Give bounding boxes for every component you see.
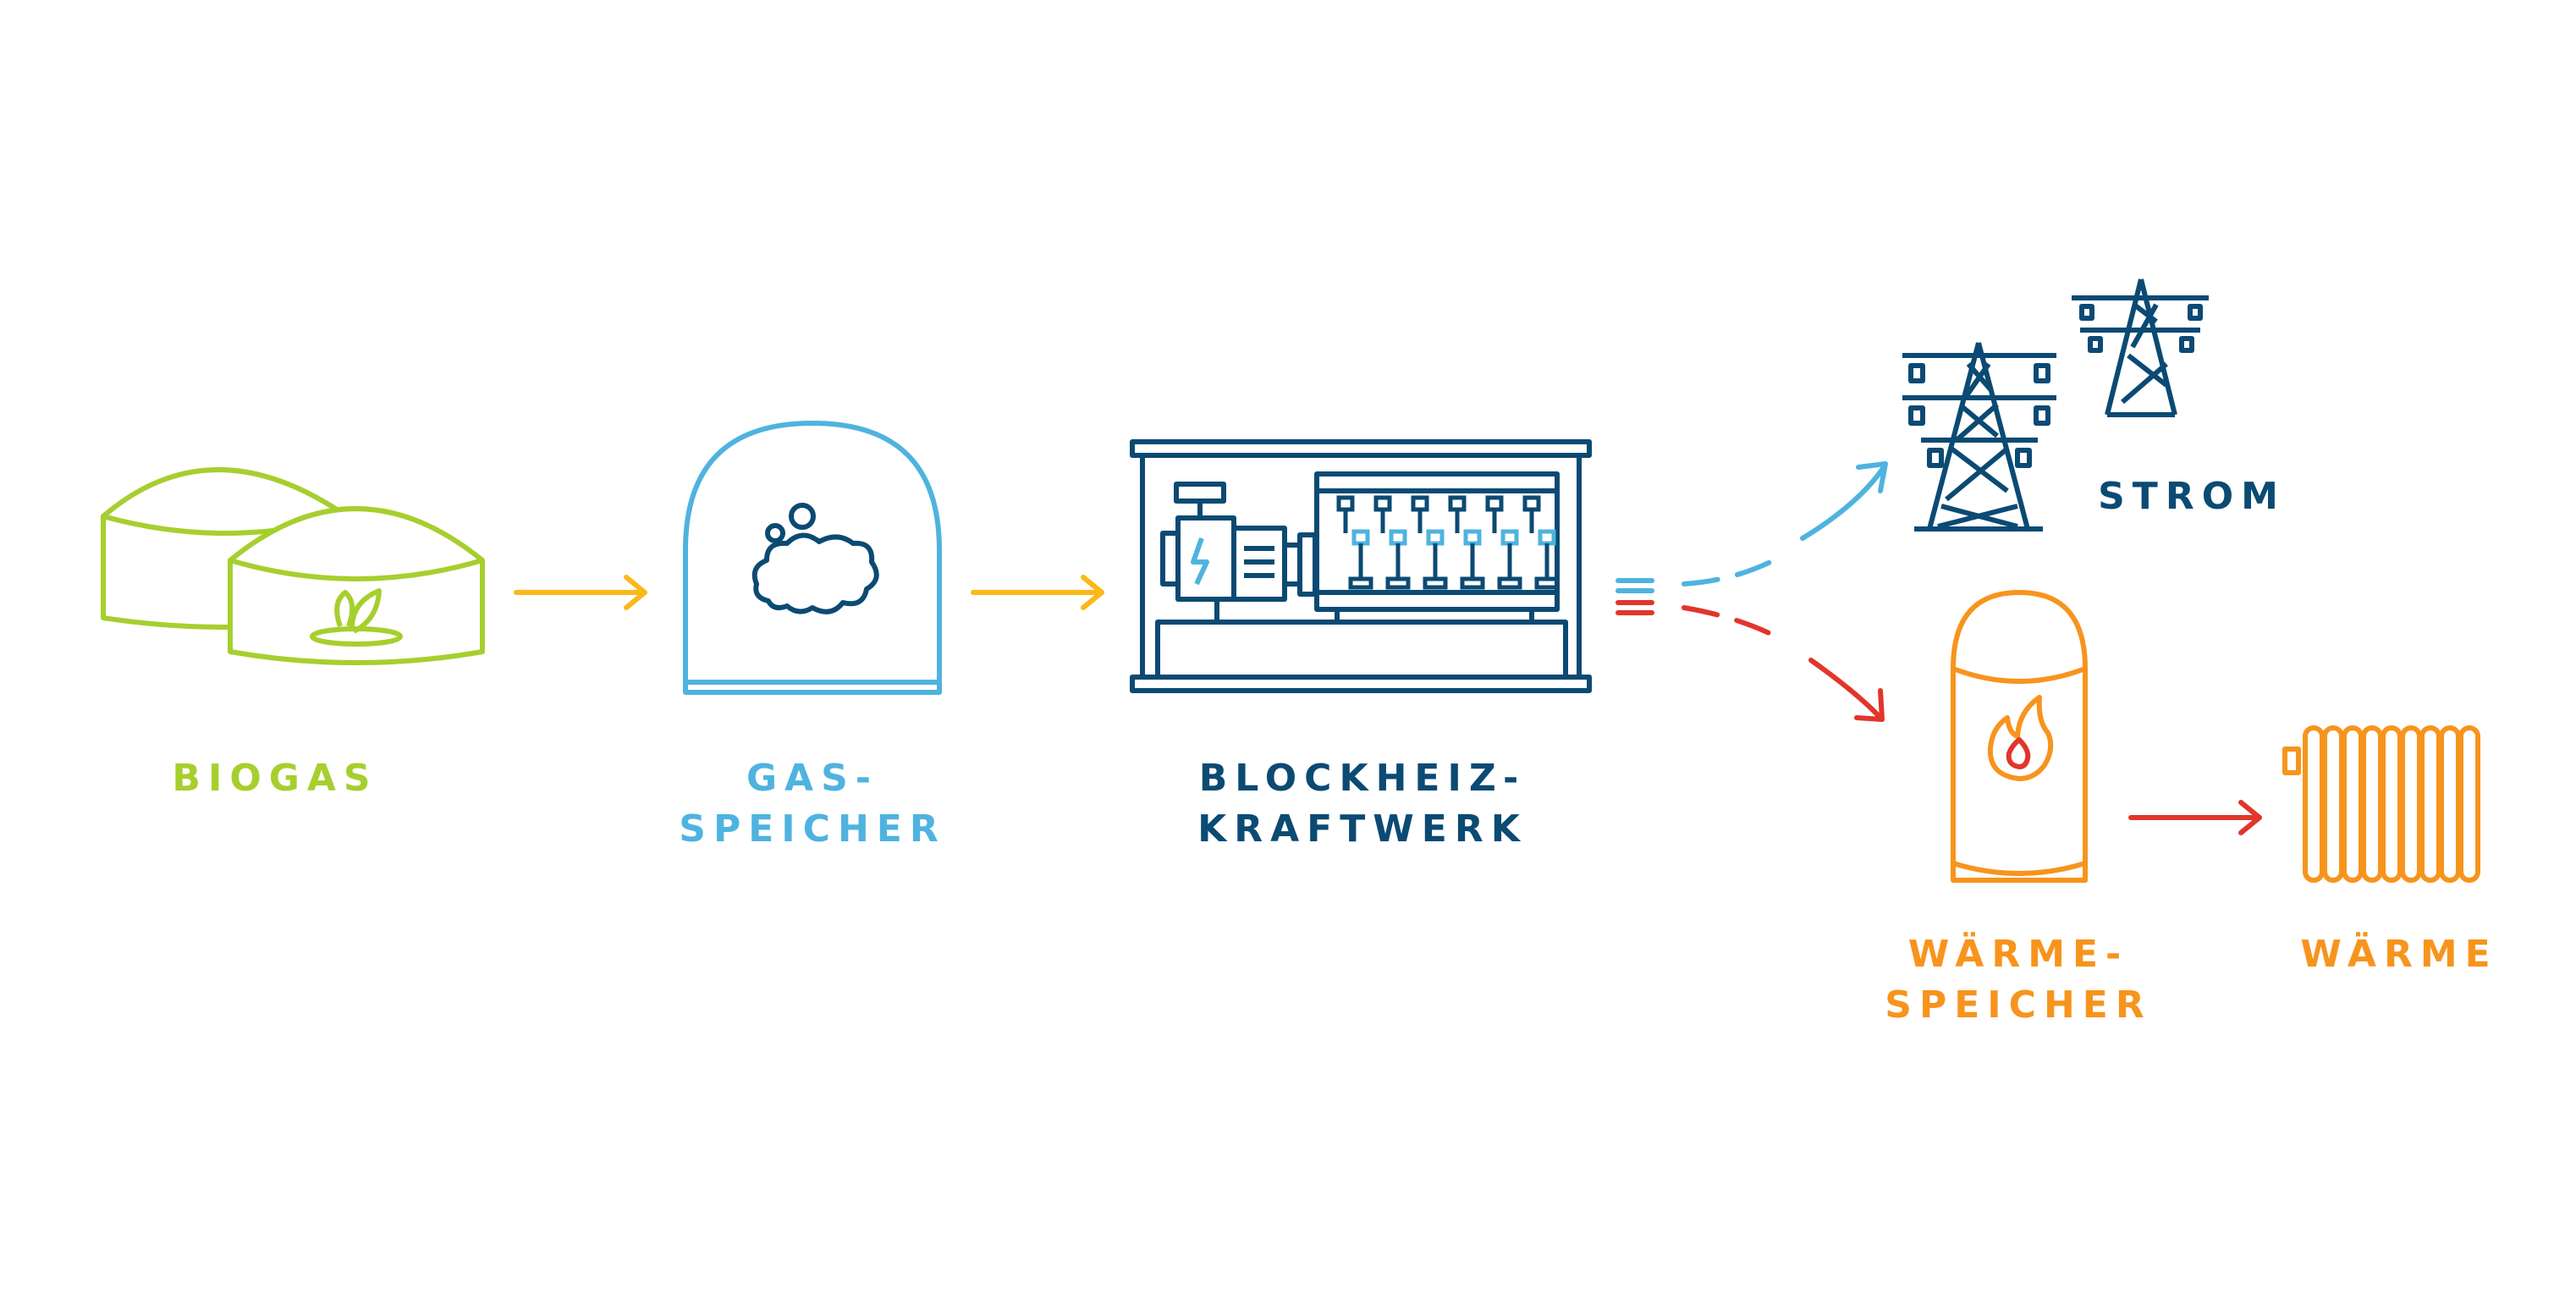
cylinder-3 <box>1411 495 1448 590</box>
label-waermespeicher-line1: WÄRME- <box>1907 933 2129 976</box>
engine-cylinders <box>1336 495 1560 590</box>
label-bhkw: BLOCKHEIZ- KRAFTWERK <box>1168 753 1557 855</box>
arrow-biogas-to-gasspeicher <box>514 575 647 610</box>
radiator-fin <box>2439 725 2461 883</box>
gas-storage-dome-icon <box>683 421 942 695</box>
radiator-fin <box>2458 725 2480 883</box>
label-waerme-text: WÄRME <box>2300 933 2498 976</box>
radiator-fin <box>2419 725 2441 883</box>
cylinder-5 <box>1485 495 1522 590</box>
label-biogas: BIOGAS <box>169 753 381 804</box>
label-biogas-text: BIOGAS <box>172 757 378 800</box>
combined-heat-power-plant-icon <box>1130 439 1592 693</box>
biogas-digester-icon <box>101 467 485 665</box>
cylinder-4 <box>1448 495 1485 590</box>
cylinder-1 <box>1336 495 1373 590</box>
cylinder-2 <box>1373 495 1411 590</box>
radiator-fin <box>2303 725 2325 883</box>
label-gasspeicher-line2: SPEICHER <box>679 807 946 851</box>
radiator-fins <box>2303 725 2480 883</box>
arrow-bhkw-to-strom <box>1616 461 1888 593</box>
radiator-fin <box>2361 725 2383 883</box>
radiator-fin <box>2381 725 2403 883</box>
radiator-fin <box>2322 725 2344 883</box>
radiator-fin <box>2400 725 2422 883</box>
label-gasspeicher: GAS- SPEICHER <box>669 753 956 855</box>
heat-storage-tank-icon <box>1951 590 2088 883</box>
cylinder-6 <box>1522 495 1560 590</box>
label-waerme: WÄRME <box>2285 929 2513 980</box>
radiator-fin <box>2342 725 2364 883</box>
label-gasspeicher-line1: GAS- <box>746 757 879 800</box>
label-waermespeicher-line2: SPEICHER <box>1885 983 2152 1027</box>
radiator-icon <box>2282 746 2301 775</box>
arrow-bhkw-to-waermespeicher <box>1616 600 1885 722</box>
arrow-gasspeicher-to-bhkw <box>971 575 1104 610</box>
label-strom: STROM <box>2082 471 2302 522</box>
arrow-waermespeicher-to-waerme <box>2128 800 2262 835</box>
power-pylon-icon <box>1902 278 2209 532</box>
label-bhkw-line1: BLOCKHEIZ- <box>1198 757 1527 800</box>
label-strom-text: STROM <box>2098 475 2286 518</box>
label-waermespeicher: WÄRME- SPEICHER <box>1879 929 2158 1031</box>
label-bhkw-line2: KRAFTWERK <box>1197 807 1527 851</box>
